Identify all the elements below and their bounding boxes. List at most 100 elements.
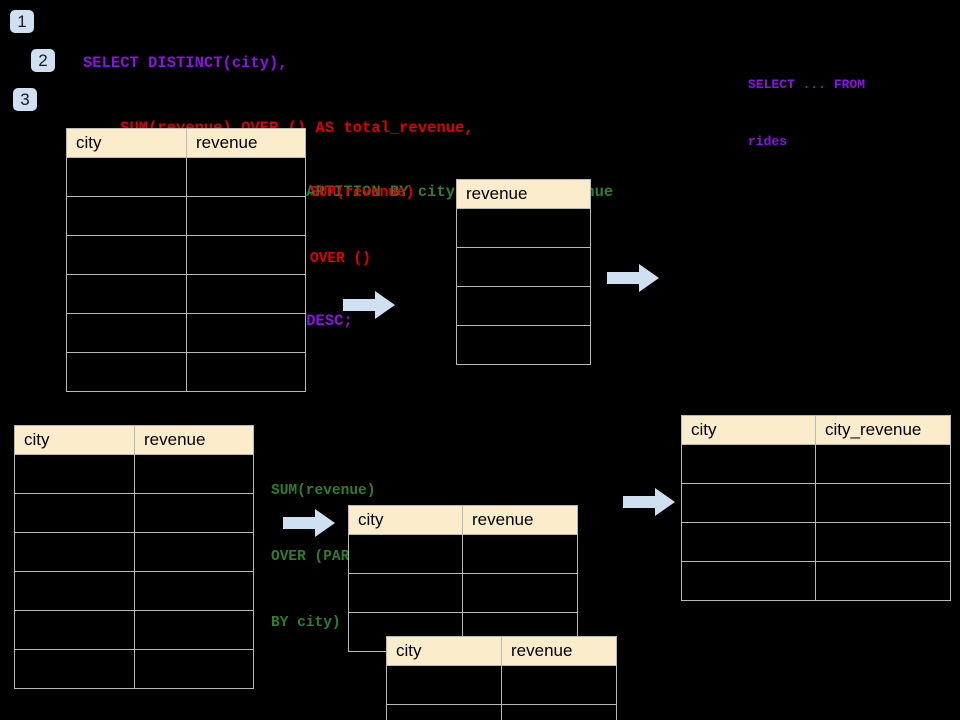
table-row — [681, 444, 951, 484]
table-header-row: city revenue — [66, 128, 306, 158]
annotation-over-partition-line3: BY city) — [271, 615, 341, 631]
table-row — [14, 454, 254, 494]
column-header-revenue: revenue — [186, 128, 306, 158]
cell-revenue — [186, 157, 306, 197]
annotation-over-partition-line1: SUM(revenue) — [271, 483, 376, 499]
table-row — [14, 532, 254, 572]
select-from-rides-note: SELECT ... FROM rides — [748, 37, 865, 189]
table-row — [14, 610, 254, 650]
rides-source-table-partition: city revenue — [14, 425, 254, 689]
cell-city — [386, 704, 502, 720]
column-header-city: city — [386, 636, 502, 666]
cell-city — [66, 274, 187, 314]
table-row — [14, 571, 254, 611]
cell-city-revenue — [815, 444, 951, 484]
cell-revenue — [456, 247, 591, 287]
cell-revenue — [462, 573, 578, 613]
sql-line-select: SELECT DISTINCT(city), — [83, 54, 288, 72]
table-row — [681, 483, 951, 523]
cell-revenue — [456, 208, 591, 248]
cell-city — [681, 483, 816, 523]
table-body — [14, 454, 254, 689]
select-from-rides-note-line1: SELECT ... FROM — [748, 77, 866, 92]
cell-city — [14, 610, 135, 650]
table-row — [348, 573, 578, 613]
table-row — [66, 157, 306, 197]
select-from-rides-note-line2: rides — [748, 134, 788, 149]
column-header-city-revenue: city_revenue — [815, 415, 951, 445]
table-row — [681, 522, 951, 562]
table-header-row: revenue — [456, 179, 591, 209]
table-row — [14, 649, 254, 689]
column-header-city: city — [348, 505, 463, 535]
table-header-row: city revenue — [14, 425, 254, 455]
arrow-partition-to-result — [623, 487, 675, 517]
table-body — [456, 208, 591, 365]
total-revenue-table: revenue — [456, 179, 591, 365]
partition-group-a-table: city revenue — [348, 505, 578, 652]
cell-revenue — [501, 665, 617, 705]
cell-city — [66, 196, 187, 236]
cell-city — [14, 493, 135, 533]
cell-city — [681, 444, 816, 484]
cell-revenue — [186, 235, 306, 275]
table-row — [66, 235, 306, 275]
table-body — [66, 157, 306, 392]
table-row — [456, 325, 591, 365]
cell-revenue — [134, 493, 254, 533]
table-header-row: city revenue — [348, 505, 578, 535]
cell-city — [348, 534, 463, 574]
step-badge-2: 2 — [31, 49, 55, 72]
rides-source-table: city revenue — [66, 128, 306, 392]
partition-group-b-table: city revenue — [386, 636, 617, 720]
table-row — [66, 274, 306, 314]
column-header-revenue: revenue — [134, 425, 254, 455]
cell-city — [681, 522, 816, 562]
cell-revenue — [134, 571, 254, 611]
column-header-revenue: revenue — [456, 179, 591, 209]
column-header-revenue: revenue — [462, 505, 578, 535]
table-body — [386, 665, 617, 720]
table-row — [456, 208, 591, 248]
table-row — [348, 534, 578, 574]
cell-city — [66, 235, 187, 275]
cell-revenue — [186, 313, 306, 353]
table-body — [348, 534, 578, 652]
cell-revenue — [186, 196, 306, 236]
table-body — [681, 444, 951, 601]
column-header-city: city — [14, 425, 135, 455]
table-row — [681, 561, 951, 601]
cell-city — [14, 532, 135, 572]
cell-city — [66, 157, 187, 197]
annotation-over-empty: SUM(revenue) OVER () — [310, 138, 414, 314]
arrow-source-to-partition — [283, 508, 335, 538]
cell-revenue — [134, 532, 254, 572]
city-revenue-result-table: city city_revenue — [681, 415, 951, 601]
table-header-row: city revenue — [386, 636, 617, 666]
table-row — [66, 196, 306, 236]
cell-revenue — [501, 704, 617, 720]
cell-city — [14, 649, 135, 689]
cell-city-revenue — [815, 561, 951, 601]
column-header-revenue: revenue — [501, 636, 617, 666]
arrow-total-to-result — [607, 263, 659, 293]
table-row — [66, 352, 306, 392]
cell-city — [66, 313, 187, 353]
step-badge-3: 3 — [13, 88, 37, 111]
cell-revenue — [456, 286, 591, 326]
cell-revenue — [186, 274, 306, 314]
cell-city — [14, 571, 135, 611]
table-row — [456, 247, 591, 287]
cell-city — [66, 352, 187, 392]
column-header-city: city — [66, 128, 187, 158]
cell-city — [386, 665, 502, 705]
arrow-source-to-total — [343, 290, 395, 320]
cell-revenue — [134, 454, 254, 494]
cell-revenue — [134, 610, 254, 650]
cell-revenue — [134, 649, 254, 689]
annotation-over-empty-line2: OVER () — [310, 251, 371, 267]
table-row — [386, 704, 617, 720]
table-header-row: city city_revenue — [681, 415, 951, 445]
step-badge-1: 1 — [10, 10, 34, 33]
